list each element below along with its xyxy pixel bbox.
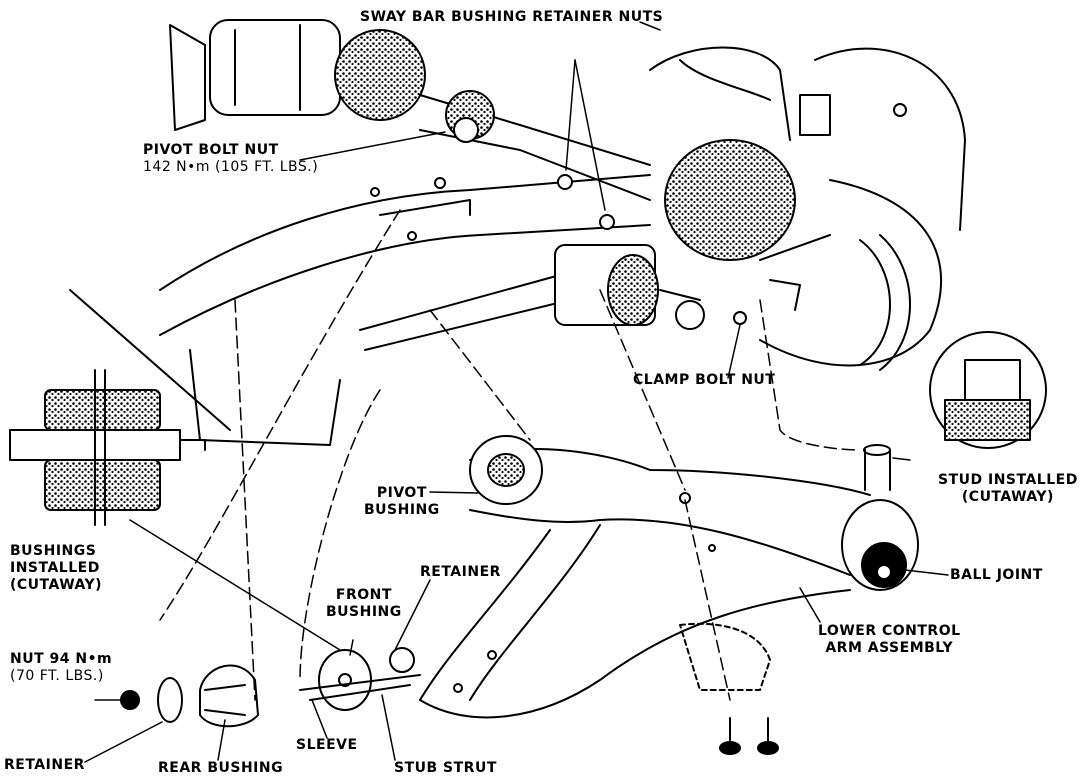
nut-torque-line2: (70 FT. LBS.) <box>10 668 104 684</box>
lower-control-arm <box>419 435 919 719</box>
bushings-installed-line3: (CUTAWAY) <box>10 577 103 593</box>
label-clamp-bolt-nut: CLAMP BOLT NUT <box>633 372 776 388</box>
front-bushing-line2: BUSHING <box>326 604 402 620</box>
bushings-installed-line1: BUSHINGS <box>10 543 97 559</box>
bushings-installed-line2: INSTALLED <box>10 560 100 576</box>
stud-installed-line2: (CUTAWAY) <box>961 489 1054 505</box>
label-rear-bushing: REAR BUSHING <box>158 760 284 776</box>
label-front-bushing: FRONT BUSHING <box>326 587 402 621</box>
label-ball-joint: BALL JOINT <box>950 567 1043 583</box>
exploded-parts <box>120 622 779 755</box>
lower-control-arm-line2: ARM ASSEMBLY <box>825 640 954 656</box>
label-stub-strut: STUB STRUT <box>394 760 497 776</box>
stud-installed-line1: STUD INSTALLED <box>938 472 1078 488</box>
label-pivot-bolt-nut: PIVOT BOLT NUT 142 N•m (105 FT. LBS.) <box>143 142 318 176</box>
leader-lines <box>84 21 949 763</box>
nut-torque-line1: NUT 94 N•m <box>10 651 113 667</box>
pivot-bushing-line2: BUSHING <box>364 502 440 518</box>
pivot-bolt-nut-torque: 142 N•m (105 FT. LBS.) <box>143 159 319 175</box>
pivot-bushing-line1: PIVOT <box>376 485 427 501</box>
label-sleeve: SLEEVE <box>296 737 358 753</box>
lower-control-arm-line1: LOWER CONTROL <box>818 623 961 639</box>
sway-bar <box>359 174 747 351</box>
label-bushings-installed: BUSHINGS INSTALLED (CUTAWAY) <box>10 543 102 594</box>
label-retainer-left: RETAINER <box>4 757 85 773</box>
label-pivot-bushing: PIVOT BUSHING <box>364 485 440 519</box>
drive-shaft <box>169 19 796 261</box>
pivot-bolt-nut-title: PIVOT BOLT NUT <box>143 142 279 158</box>
label-nut-torque: NUT 94 N•m (70 FT. LBS.) <box>10 651 112 685</box>
steering-knuckle-rotor <box>649 46 966 371</box>
label-sway-bar-bushing-retainer-nuts: SWAY BAR BUSHING RETAINER NUTS <box>360 9 664 25</box>
stud-cutaway <box>929 331 1047 449</box>
bushings-cutaway <box>9 369 206 526</box>
label-retainer-right: RETAINER <box>420 564 501 580</box>
label-lower-control-arm-assembly: LOWER CONTROL ARM ASSEMBLY <box>818 623 961 657</box>
front-bushing-line1: FRONT <box>335 587 392 603</box>
frame-crossmember <box>69 174 651 446</box>
label-stud-installed: STUD INSTALLED (CUTAWAY) <box>938 472 1078 506</box>
